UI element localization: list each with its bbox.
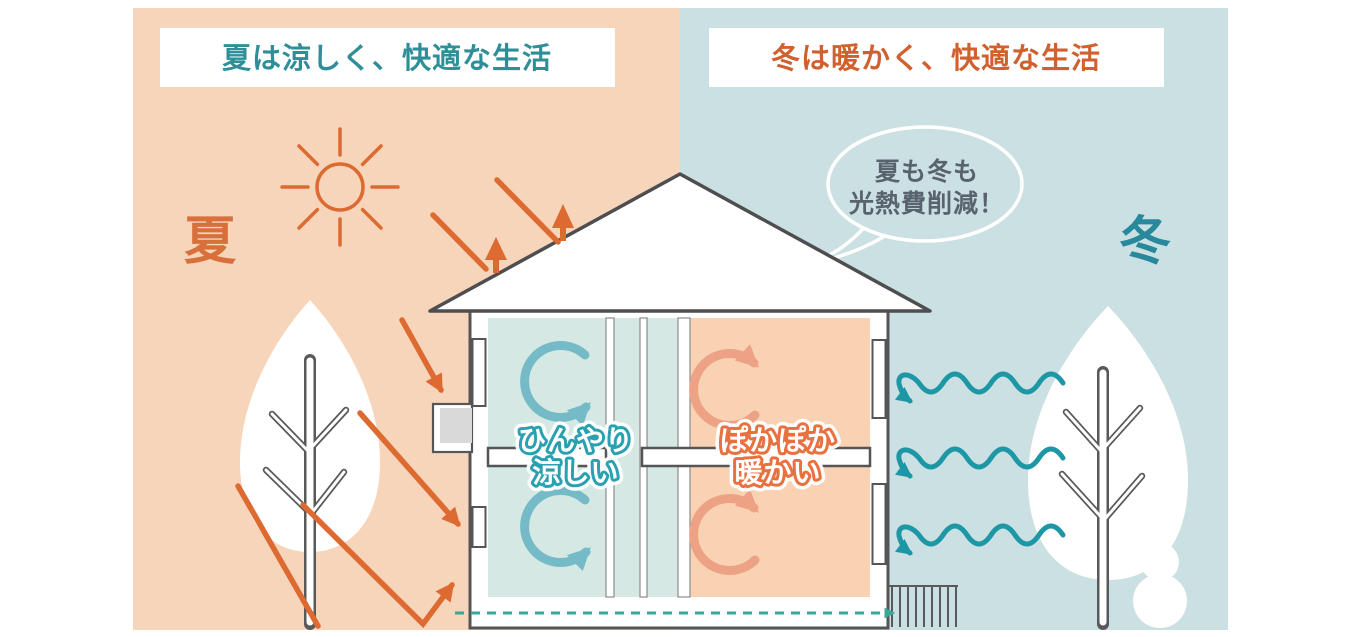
summer-season-label: 夏 [184,213,237,271]
cold-wind-arrow [894,371,1066,404]
svg-text:ひんやり: ひんやり [518,425,634,456]
air-circulation-arrow-warm-2f [689,344,760,430]
winter-banner-box [709,28,1164,87]
floor-slab-right [640,446,872,468]
cold-wind-arrow [894,523,1066,556]
cold-wind-arrow [894,446,1066,479]
window-right-1f [871,483,887,565]
air-circulation-arrow-cool-2f [520,341,591,427]
warm-air-circulation [689,344,760,575]
svg-text:ぽかぽか: ぽかぽか [720,424,836,456]
sun-ray-to-awning [399,317,444,394]
window-right-2f [871,339,887,419]
speech-bubble-line2: 光熱費削減！ [848,190,1005,218]
cool-air-circulation [520,341,591,572]
reflected-heat-arrows [485,204,574,273]
cool-room-label: ひんやり 涼しい ひんやり 涼しい [511,419,639,495]
winter-banner-label: 冬は暖かく、快適な生活 [771,41,1101,75]
floor-slab-left [486,446,608,468]
air-circulation-arrow-cool-1f [520,486,591,572]
sun-ray [430,212,489,272]
summer-banner-box [160,28,615,87]
house-illustration [428,172,958,630]
speech-bubble: 夏も冬も 光熱費削減！ [804,125,1024,266]
sun-ray-to-wall [357,410,461,527]
window-awning [431,402,474,454]
warm-room-label: ぽかぽか 暖かい ぽかぽか 暖かい [713,418,841,495]
window-left-1f [471,506,487,548]
stairwell-shaft [614,318,640,597]
cold-wind-arrows [894,371,1066,556]
sun-ray [235,483,321,629]
sun-ray [494,177,561,245]
air-circulation-arrow-warm-1f [689,489,760,575]
window-left-2f [471,338,487,407]
summer-banner: 夏は涼しく、快適な生活 [160,28,615,87]
svg-text:暖かい: 暖かい [734,457,821,488]
winter-tree-icon [1028,306,1188,630]
summer-banner-label: 夏は涼しく、快適な生活 [222,41,552,75]
foundation-vent [888,585,958,627]
svg-text:ぽかぽか: ぽかぽか [720,424,836,456]
speech-bubble-line1: 夏も冬も [875,157,979,186]
sun-icon [280,127,400,247]
svg-text:涼しい: 涼しい [532,457,619,488]
winter-banner: 冬は暖かく、快適な生活 [709,28,1164,87]
sun-ray-bounce [300,502,455,629]
speech-bubble-body [826,125,1024,243]
svg-text:涼しい: 涼しい [532,457,619,488]
svg-text:ひんやり: ひんやり [518,425,634,456]
sun-ray-arrows [235,177,561,629]
snowman-icon [1133,543,1187,628]
winter-season-label: 冬 [1119,213,1171,271]
svg-text:暖かい: 暖かい [734,457,821,488]
